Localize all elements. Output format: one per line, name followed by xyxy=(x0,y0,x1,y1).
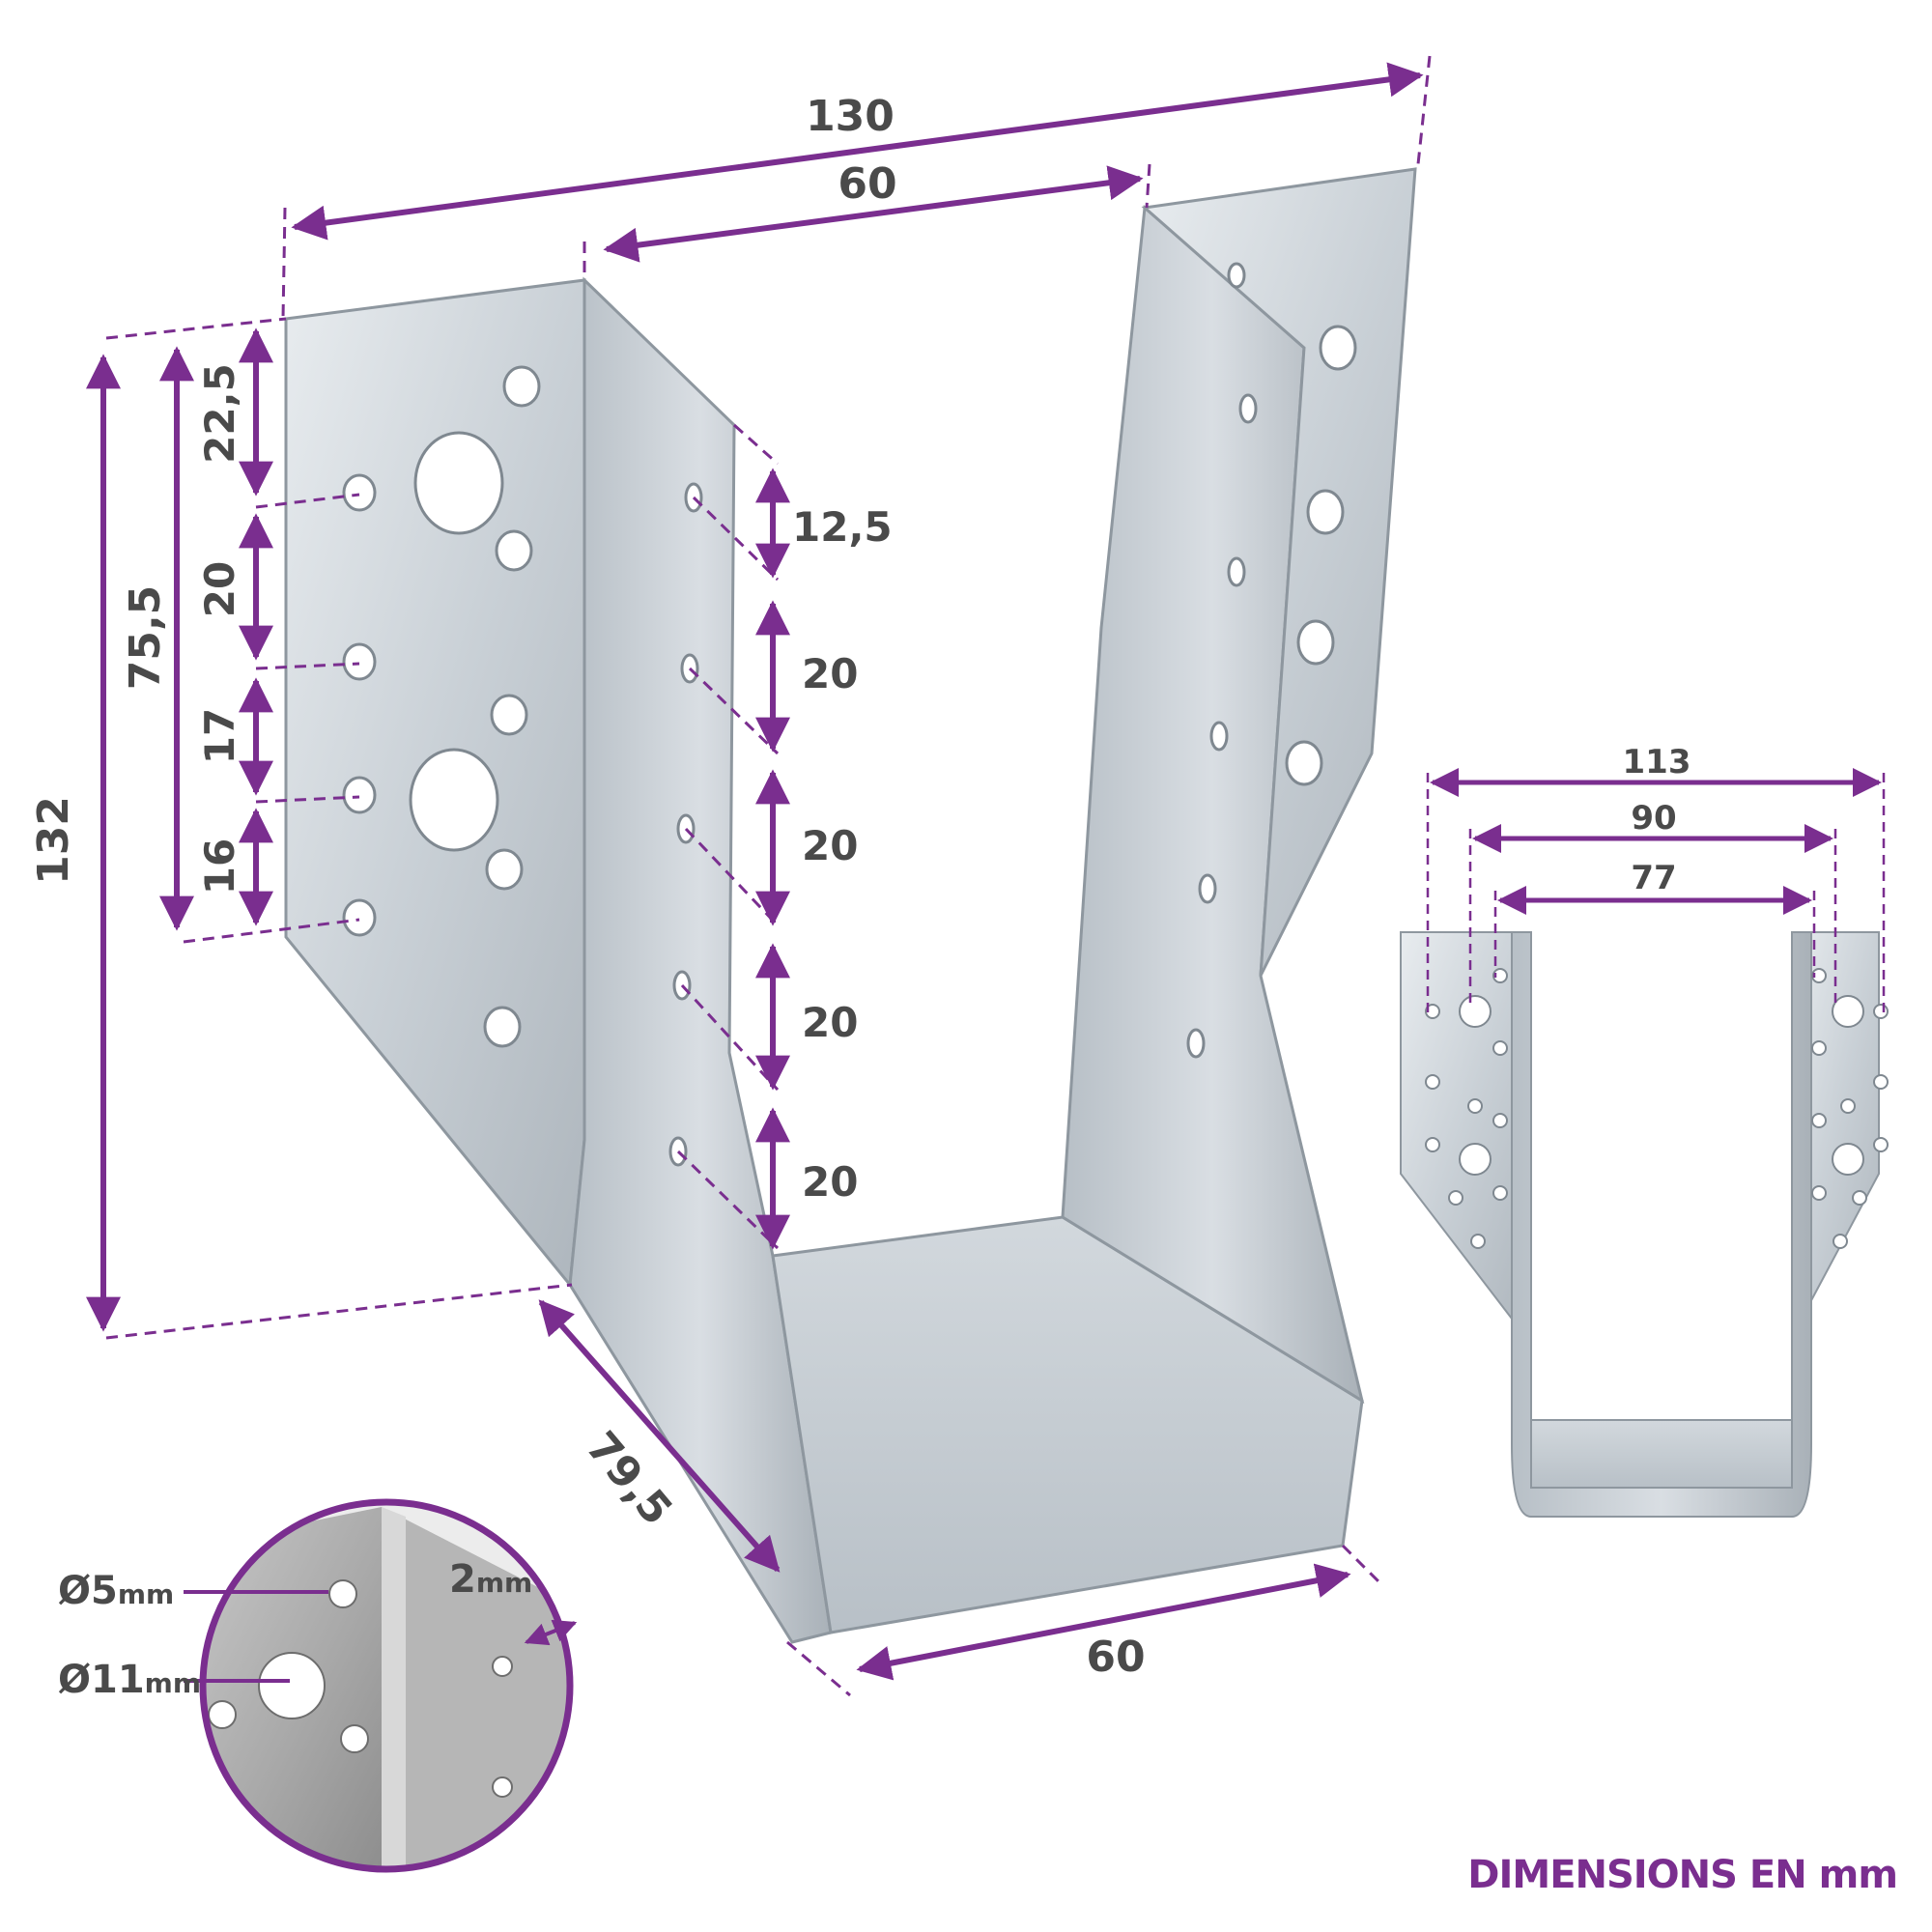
hole-icon xyxy=(1833,1234,1848,1249)
hole-icon xyxy=(1492,1185,1508,1201)
hole-icon xyxy=(1811,1185,1827,1201)
dim-base-width: 60 xyxy=(1086,1633,1145,1682)
hole-icon xyxy=(1832,995,1864,1028)
front-holes xyxy=(1425,968,1889,1249)
hole-large-value: Ø11 xyxy=(58,1658,145,1702)
hole-icon xyxy=(340,1724,369,1753)
dim-inner-top-width: 60 xyxy=(838,159,896,209)
hole-icon xyxy=(413,431,504,535)
hole-icon xyxy=(1227,556,1246,587)
detail-hole-small: Ø5mm xyxy=(58,1569,174,1613)
dim-flange-height: 75,5 xyxy=(121,585,170,691)
hole-icon xyxy=(1306,489,1345,535)
right-flange-holes xyxy=(1186,262,1357,1059)
hole-icon xyxy=(258,1652,326,1719)
dimension-labels: 130 60 132 75,5 22,5 20 17 16 12,5 20 20… xyxy=(29,92,1146,1682)
hole-icon xyxy=(490,694,528,736)
dim-side-20-c: 20 xyxy=(802,999,858,1046)
thickness-unit: mm xyxy=(476,1567,532,1599)
hole-icon xyxy=(1492,1113,1508,1128)
hole-icon xyxy=(1811,1040,1827,1056)
thickness-value: 2 xyxy=(449,1557,476,1602)
hole-icon xyxy=(1811,1113,1827,1128)
hole-icon xyxy=(485,848,524,891)
hole-icon xyxy=(1811,968,1827,983)
hole-icon xyxy=(1296,619,1335,666)
hole-icon xyxy=(1470,1234,1486,1249)
detail-thickness: 2mm xyxy=(449,1557,532,1602)
hole-icon xyxy=(208,1700,237,1729)
hole-icon xyxy=(1238,393,1258,424)
hole-icon xyxy=(342,776,377,814)
front-view: 113 90 77 xyxy=(1400,743,1889,1518)
hole-icon xyxy=(1425,1004,1440,1019)
hole-icon xyxy=(1209,721,1229,752)
hole-icon xyxy=(342,898,377,937)
dim-front-90: 90 xyxy=(1631,799,1676,838)
dim-side-20-b: 20 xyxy=(802,822,858,869)
hole-icon xyxy=(1852,1190,1867,1206)
hole-icon xyxy=(1227,262,1246,289)
dim-overall-width: 130 xyxy=(806,92,895,141)
hole-icon xyxy=(1873,1074,1889,1090)
dim-hole-17: 17 xyxy=(196,708,243,764)
hole-icon xyxy=(328,1579,357,1608)
hole-icon xyxy=(1425,1074,1440,1090)
dim-front-77: 77 xyxy=(1631,859,1676,897)
hole-icon xyxy=(1448,1190,1463,1206)
hole-large-unit: mm xyxy=(145,1667,201,1699)
joist-hanger-main xyxy=(284,167,1417,1644)
hole-icon xyxy=(492,1776,513,1798)
dim-front-113: 113 xyxy=(1623,743,1691,781)
hole-icon xyxy=(502,365,541,408)
hole-icon xyxy=(1467,1098,1483,1114)
hole-icon xyxy=(342,642,377,681)
dim-side-20-d: 20 xyxy=(802,1158,858,1206)
hole-icon xyxy=(1492,968,1508,983)
hole-icon xyxy=(1319,325,1357,371)
detail-zoom: Ø5mm Ø11mm 2mm xyxy=(58,1498,578,1873)
hole-small-unit: mm xyxy=(118,1578,174,1610)
hole-small-value: Ø5 xyxy=(58,1569,118,1613)
hole-icon xyxy=(342,473,377,512)
front-extension-lines xyxy=(1426,773,1886,1014)
front-base xyxy=(1530,1419,1793,1489)
dim-overall-height: 132 xyxy=(29,796,78,885)
left-flange-holes xyxy=(342,365,541,1048)
dim-side-12-5: 12,5 xyxy=(792,503,893,551)
hole-icon xyxy=(1840,1098,1856,1114)
hole-icon xyxy=(495,529,533,572)
hole-icon xyxy=(1425,1137,1440,1152)
dim-hole-20: 20 xyxy=(196,561,243,617)
hole-icon xyxy=(1873,1004,1889,1019)
hole-icon xyxy=(1492,1040,1508,1056)
hole-icon xyxy=(1459,995,1492,1028)
dim-hole-16: 16 xyxy=(196,838,243,895)
dim-side-20-a: 20 xyxy=(802,650,858,697)
dim-hole-22-5: 22,5 xyxy=(196,363,243,464)
base-plate xyxy=(771,1215,1364,1634)
dimension-lines xyxy=(86,62,1424,1681)
footer-label: DIMENSIONS EN xyxy=(1467,1853,1806,1897)
hole-icon xyxy=(409,748,499,852)
front-dimension-lines xyxy=(1430,768,1882,915)
hole-icon xyxy=(1832,1143,1864,1176)
hole-icon xyxy=(1873,1137,1889,1152)
hole-icon xyxy=(1198,873,1217,904)
hole-icon xyxy=(492,1656,513,1677)
hole-icon xyxy=(1459,1143,1492,1176)
hole-icon xyxy=(483,1006,522,1048)
detail-hole-large: Ø11mm xyxy=(58,1658,201,1702)
extension-lines xyxy=(105,55,1432,1697)
hole-icon xyxy=(1186,1028,1206,1059)
footer-unit: mm xyxy=(1818,1853,1898,1897)
hole-icon xyxy=(1285,740,1323,786)
dimensions-footer: DIMENSIONS EN mm xyxy=(1467,1853,1898,1897)
